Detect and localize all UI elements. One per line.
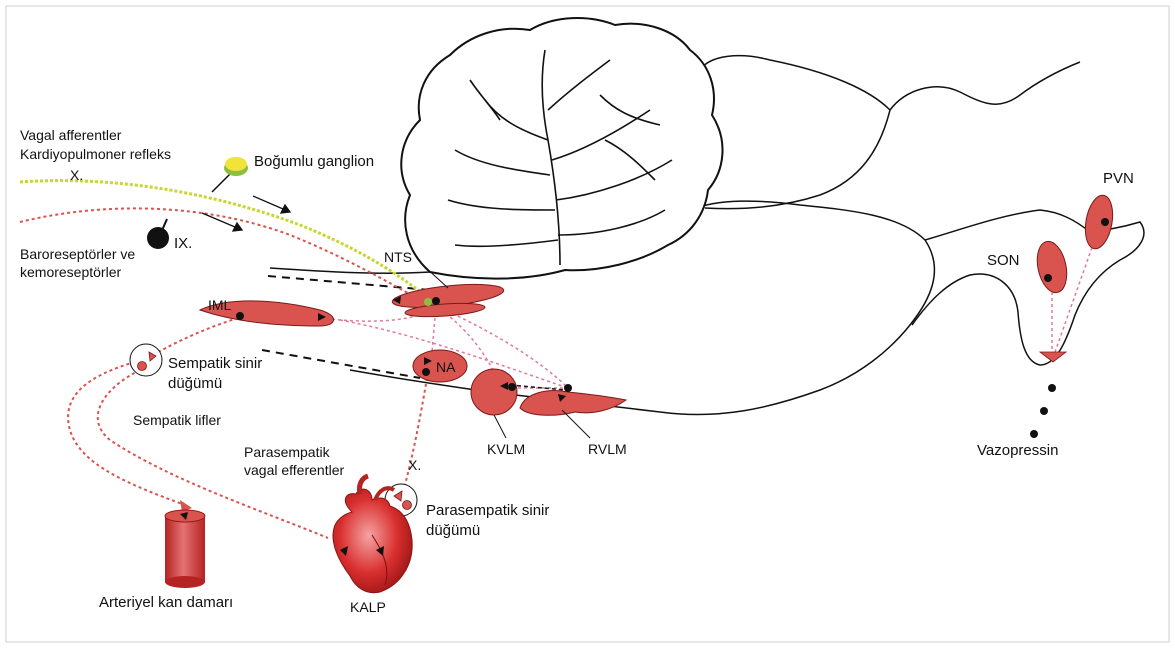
parasympathetic-efferent-label: Parasempatik bbox=[244, 444, 331, 460]
pituitary-arrow-icon bbox=[1040, 352, 1066, 362]
pvn-nucleus bbox=[1082, 193, 1117, 251]
rvlm-label: RVLM bbox=[588, 441, 627, 457]
dashed-line-nts-level bbox=[268, 276, 430, 290]
ix-nerve-label: IX. bbox=[174, 235, 192, 252]
nts-label: NTS bbox=[384, 249, 412, 265]
parasympathetic-ganglion-label-2: düğümü bbox=[426, 522, 480, 539]
vagal-afferent-path bbox=[20, 181, 430, 300]
rvlm-pointer bbox=[562, 410, 590, 438]
son-nucleus bbox=[1033, 239, 1071, 296]
rvlm-nucleus bbox=[520, 384, 626, 415]
vasopressin-dot bbox=[1048, 384, 1056, 392]
pons-outline bbox=[696, 56, 1080, 208]
midbrain-outline bbox=[705, 110, 890, 209]
sympathetic-ganglion-icon bbox=[130, 344, 162, 376]
kvlm-nucleus bbox=[471, 369, 517, 415]
nodose-ganglion-icon bbox=[224, 157, 248, 176]
parasympathetic-efferent-label-2: vagal efferentler bbox=[244, 462, 344, 478]
kvlm-label: KVLM bbox=[487, 441, 525, 457]
sympathetic-ganglion-label: Sempatik sinir bbox=[168, 355, 262, 372]
vasopressin-dot bbox=[1030, 430, 1038, 438]
iml-label: IML bbox=[208, 297, 232, 313]
na-label: NA bbox=[436, 359, 456, 375]
artery-icon bbox=[165, 510, 205, 588]
x-nerve-label-mid: X. bbox=[408, 457, 421, 473]
vasopressin-label: Vazopressin bbox=[977, 442, 1058, 459]
ganglion-stalk bbox=[212, 172, 232, 192]
kvlm-pointer bbox=[494, 415, 506, 438]
parasympathetic-ganglion-label: Parasempatik sinir bbox=[426, 502, 549, 519]
heart-label: KALP bbox=[350, 599, 386, 615]
dashed-line-medulla-level bbox=[262, 350, 420, 378]
pvn-label: PVN bbox=[1103, 170, 1134, 187]
chemoreceptor-label: kemoreseptörler bbox=[20, 264, 121, 280]
ix-ganglion-icon bbox=[147, 227, 169, 249]
vagal-afferent-reflex-label: Kardiyopulmoner refleks bbox=[20, 146, 171, 162]
x-nerve-label-top: X. bbox=[70, 167, 83, 183]
sympathetic-ganglion-label-2: düğümü bbox=[168, 375, 222, 392]
nts-nucleus bbox=[391, 280, 504, 319]
cerebellum bbox=[401, 18, 722, 279]
son-label: SON bbox=[987, 252, 1020, 269]
sympathetic-pathways bbox=[68, 318, 328, 538]
flow-arrow-icon bbox=[202, 196, 290, 231]
baroreceptor-label: Baroreseptörler ve bbox=[20, 246, 135, 262]
vasopressin-dot bbox=[1040, 407, 1048, 415]
sympathetic-fibers-label: Sempatik lifler bbox=[133, 412, 221, 428]
nodose-ganglion-label: Boğumlu ganglion bbox=[254, 153, 374, 170]
vagal-afferent-label: Vagal afferentler bbox=[20, 127, 122, 143]
artery-label: Arteriyel kan damarı bbox=[99, 594, 233, 611]
